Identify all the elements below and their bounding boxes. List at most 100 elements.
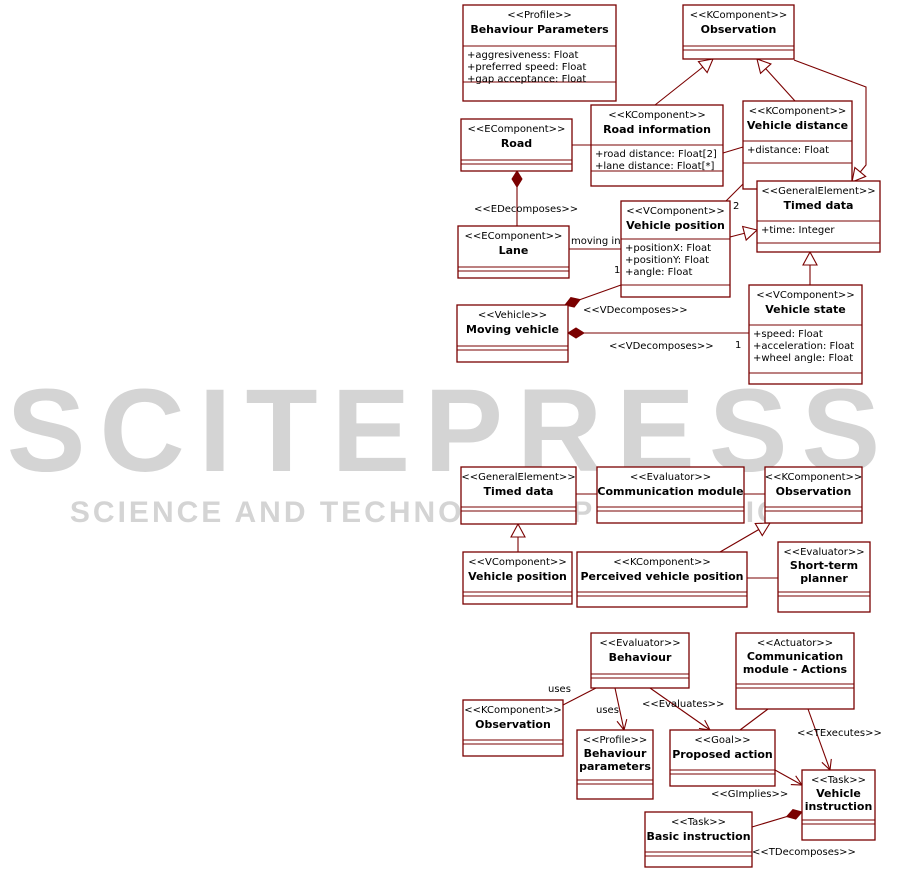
edge-beh-obs3 <box>562 687 597 706</box>
class-moving[interactable]: <<Vehicle>>Moving vehicle <box>456 304 569 363</box>
class-comm[interactable]: <<Evaluator>> Communication module <box>596 466 745 524</box>
class-box <box>748 284 863 385</box>
class-roadinfo[interactable]: <<KComponent>> Road information +road dist… <box>590 104 724 187</box>
connector-label: 2 <box>733 201 739 212</box>
composition-diamond <box>511 170 523 188</box>
edge-roadinfo-vdist <box>722 146 744 154</box>
class-vpos1[interactable]: <<VComponent>>Vehicle position+positionX… <box>620 200 731 298</box>
generalization-arrow <box>510 522 526 538</box>
class-obs2[interactable]: <<KComponent>> Observation <box>764 466 863 524</box>
class-name: Lane <box>499 244 529 257</box>
class-beh[interactable]: <<Evaluator>>Behaviour <box>590 632 690 689</box>
class-stereotype: <<KComponent>> <box>690 10 788 21</box>
diagram-classes: <<Profile>>Behaviour Parameters+aggresiv… <box>456 4 881 868</box>
class-name: Communication module <box>597 485 743 498</box>
class-stereotype: <<KComponent>> <box>765 472 863 483</box>
class-box <box>462 699 564 757</box>
class-stereotype: <<Goal>> <box>694 735 750 746</box>
class-vdist[interactable]: <<KComponent>>Vehicle distance+distance:… <box>742 100 853 190</box>
class-road[interactable]: <<EComponent>>Road <box>460 118 573 172</box>
connector-label: <<VDecomposes>> <box>609 341 714 352</box>
edge-cma-vinst <box>807 708 831 771</box>
class-name: Moving vehicle <box>466 323 559 336</box>
class-stereotype: <<KComponent>> <box>613 557 711 568</box>
class-pvp[interactable]: <<KComponent>>Perceived vehicle position <box>576 551 748 608</box>
class-binst[interactable]: <<Task>> Basic instruction <box>644 811 753 868</box>
class-attribute: +positionX: Float <box>625 243 711 254</box>
class-name: Vehicle position <box>626 219 725 232</box>
class-stereotype: <<Evaluator>> <box>783 547 864 558</box>
generalization-arrow <box>802 250 818 266</box>
class-attribute: +lane distance: Float[*] <box>595 161 714 172</box>
class-stereotype: <<VComponent>> <box>756 290 854 301</box>
class-stereotype: <<Evaluator>> <box>599 638 680 649</box>
connector-label: <<TExecutes>> <box>797 728 882 739</box>
class-box <box>590 632 690 689</box>
class-box <box>456 304 569 363</box>
class-stereotype: <<GeneralElement>> <box>761 186 875 197</box>
class-box <box>756 180 881 253</box>
connector-label: uses <box>596 705 619 716</box>
class-lane[interactable]: <<EComponent>> Lane <box>457 225 570 279</box>
class-box <box>801 769 876 841</box>
connector-label: <<GImplies>> <box>711 789 788 800</box>
connector-label: <<TDecomposes>> <box>752 847 856 858</box>
class-stereotype: <<EComponent>> <box>468 124 566 135</box>
class-stereotype: <<KComponent>> <box>749 106 847 117</box>
class-name: Basic instruction <box>646 830 750 843</box>
connector-label: 1 <box>735 340 741 351</box>
edge-beh-bparams <box>614 687 625 731</box>
generalization-arrow <box>851 166 867 183</box>
class-stereotype: <<KComponent>> <box>608 110 706 121</box>
edge-propact-vinst <box>774 769 803 786</box>
class-box <box>764 466 863 524</box>
class-box <box>576 551 748 608</box>
class-obs1[interactable]: <<KComponent>>Observation <box>682 4 795 60</box>
class-name: Observation <box>776 485 852 498</box>
class-box <box>596 466 745 524</box>
class-name: Proposed action <box>672 748 773 761</box>
class-name: Timed data <box>484 485 554 498</box>
generalization-arrow <box>697 58 714 74</box>
class-attribute: +positionY: Float <box>625 255 709 266</box>
class-box <box>777 541 871 613</box>
class-name: Vehicle state <box>765 303 846 316</box>
edge-cma-propact <box>739 708 769 731</box>
class-name: Road information <box>603 123 711 136</box>
class-attribute: +aggresiveness: Float <box>467 50 579 61</box>
class-box <box>576 729 654 800</box>
class-stereotype: <<Evaluator>> <box>630 472 711 483</box>
class-vpos2[interactable]: <<VComponent>>Vehicle position <box>462 551 573 605</box>
class-stereotype: <<EComponent>> <box>465 231 563 242</box>
class-attribute: +road distance: Float[2] <box>595 149 717 160</box>
class-box <box>460 466 577 525</box>
class-stereotype: <<KComponent>> <box>464 705 562 716</box>
class-bp[interactable]: <<Profile>>Behaviour Parameters+aggresiv… <box>462 4 617 102</box>
class-propact[interactable]: <<Goal>> Proposed action <box>669 729 776 787</box>
class-stereotype: <<Task>> <box>671 817 726 828</box>
class-attribute: +speed: Float <box>753 329 823 340</box>
class-name: Vehicle position <box>468 570 567 583</box>
class-vstate[interactable]: <<VComponent>> Vehicle state +speed: Float… <box>748 284 863 385</box>
class-attribute: +preferred speed: Float <box>467 62 586 73</box>
connector-label: 1 <box>614 265 620 276</box>
connector-label: <<EDecomposes>> <box>474 204 578 215</box>
class-stereotype: <<Actuator>> <box>757 638 833 649</box>
generalization-arrow <box>756 58 772 75</box>
class-name: Observation <box>475 718 551 731</box>
class-timed1[interactable]: <<GeneralElement>>Timed data+time: Integ… <box>756 180 881 253</box>
edge-beh-propact <box>649 687 711 731</box>
connector-label: <<Evaluates>> <box>642 699 724 710</box>
composition-diamond <box>564 297 581 308</box>
class-attribute: +angle: Float <box>625 267 692 278</box>
class-obs3[interactable]: <<KComponent>> Observation <box>462 699 564 757</box>
class-timed2[interactable]: <<GeneralElement>>Timed data <box>460 466 577 525</box>
